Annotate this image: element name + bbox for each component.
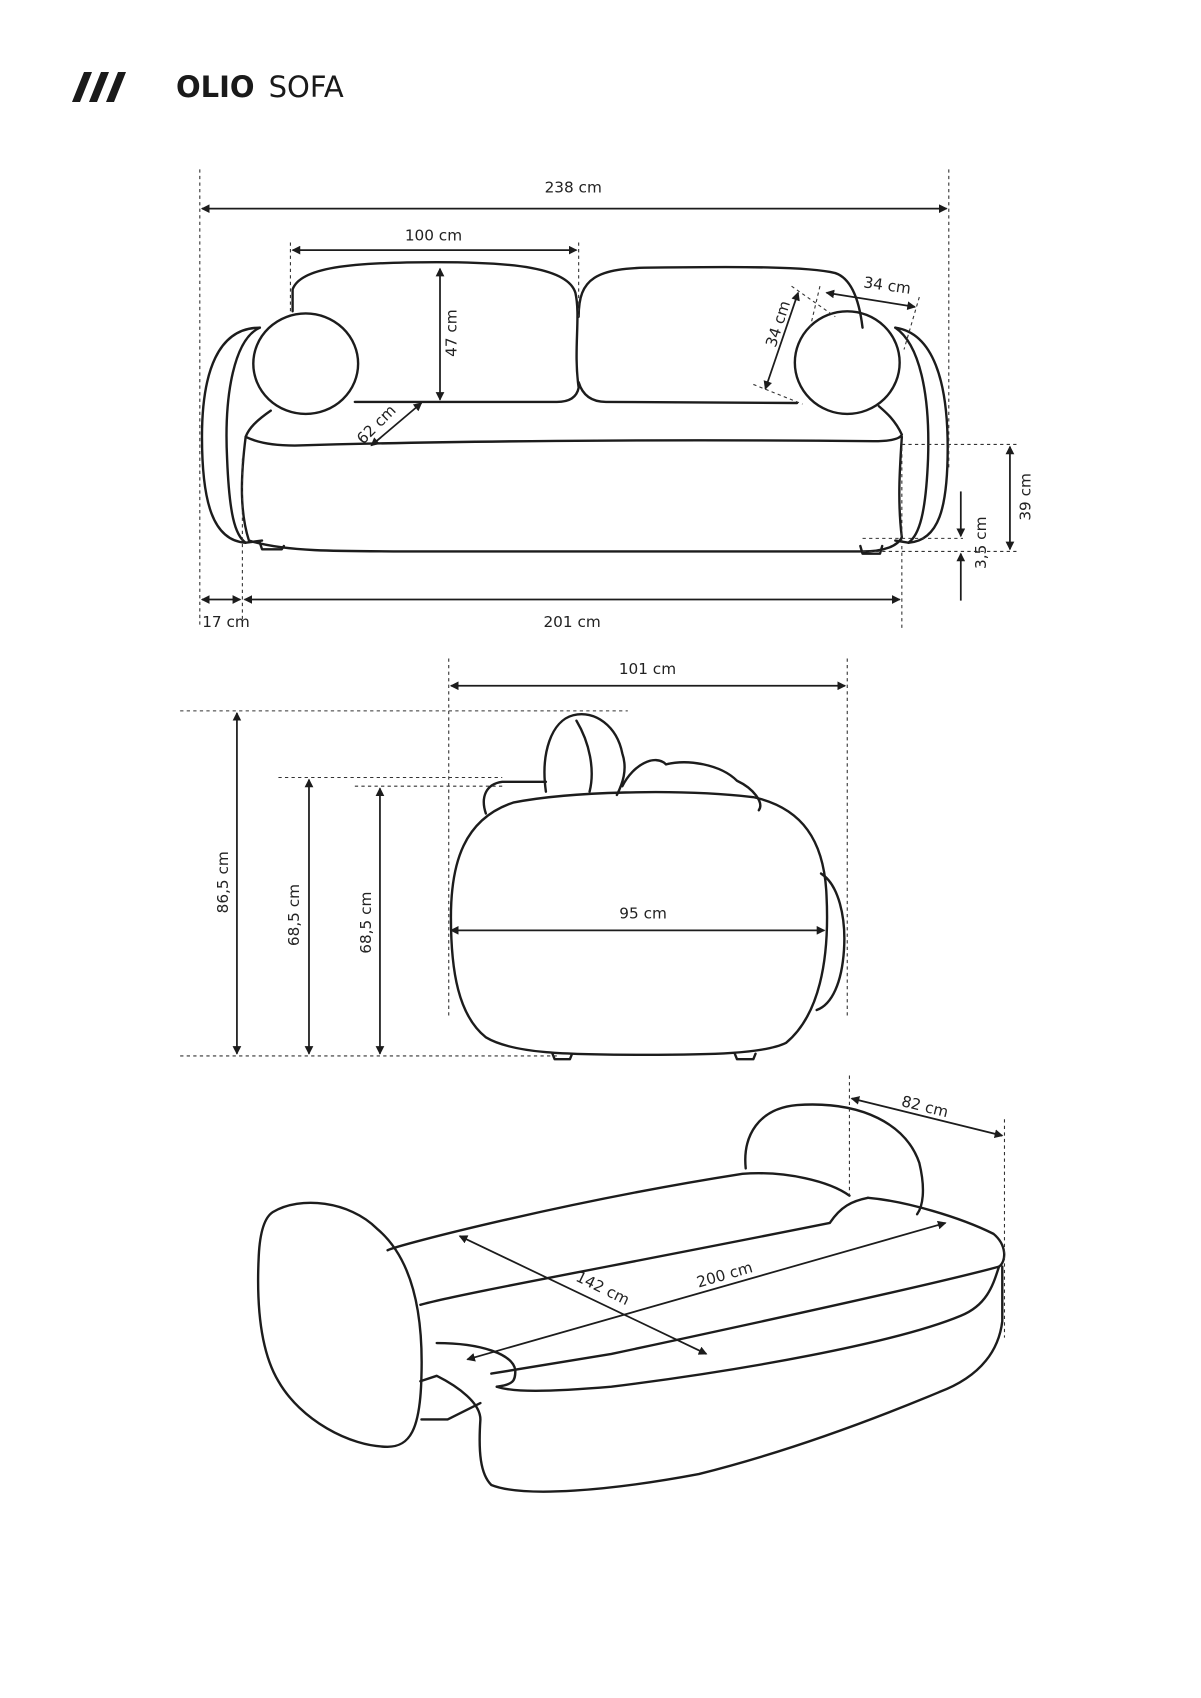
side-view: 101 cm 86,5 cm 68,5 cm 68,5 cm 95 cm (180, 658, 848, 1061)
side-body (449, 790, 829, 1057)
dim-seat-depth-side: 95 cm (619, 904, 667, 922)
leg (258, 541, 286, 551)
dim-seat-height: 39 cm (1017, 473, 1035, 521)
bed-middle-mattress (419, 1196, 870, 1307)
dim-cushion-height: 47 cm (442, 309, 460, 357)
bed-back-mattress (386, 1172, 851, 1252)
right-armrest (894, 326, 949, 544)
seat (244, 405, 904, 447)
page-title: OLIO SOFA (176, 70, 344, 104)
dim-depth: 101 cm (619, 660, 676, 678)
bed-view: 82 cm 142 cm 200 cm (256, 1075, 1006, 1493)
left-armrest (200, 326, 264, 544)
product-type: SOFA (268, 70, 344, 104)
back-cushion-left (291, 260, 580, 404)
dim-pillow-height: 34 cm (762, 299, 794, 350)
side-armrest-pillow (815, 872, 846, 1012)
dim-cushion-width: 100 cm (405, 226, 462, 244)
dim-back-height-2: 68,5 cm (357, 892, 375, 954)
left-pillow (252, 312, 360, 416)
dim-leg-height: 3,5 cm (972, 517, 990, 569)
brand-name: OLIO (176, 70, 255, 104)
triple-slash-logo-icon (72, 72, 126, 102)
dim-total-width: 238 cm (545, 178, 602, 196)
dim-bed-width: 142 cm (573, 1268, 632, 1309)
side-back-pillow (543, 713, 626, 797)
bed-front-mattress (495, 1196, 1006, 1392)
bed-left-armrest (256, 1201, 423, 1448)
header: OLIO SOFA (72, 70, 344, 104)
bed-right-armrest (744, 1103, 925, 1216)
dim-inner-width: 201 cm (543, 613, 600, 631)
dim-total-height: 86,5 cm (214, 851, 232, 913)
dim-back-height-1: 68,5 cm (285, 884, 303, 946)
dim-pillow-width: 34 cm (862, 273, 912, 297)
bed-pullout-frame (419, 1265, 1004, 1493)
back-cushion-right (577, 265, 864, 405)
dim-armrest-width: 17 cm (202, 613, 250, 631)
front-view: 238 cm 100 cm 47 cm 62 cm 34 cm 34 cm 39… (199, 169, 1035, 631)
